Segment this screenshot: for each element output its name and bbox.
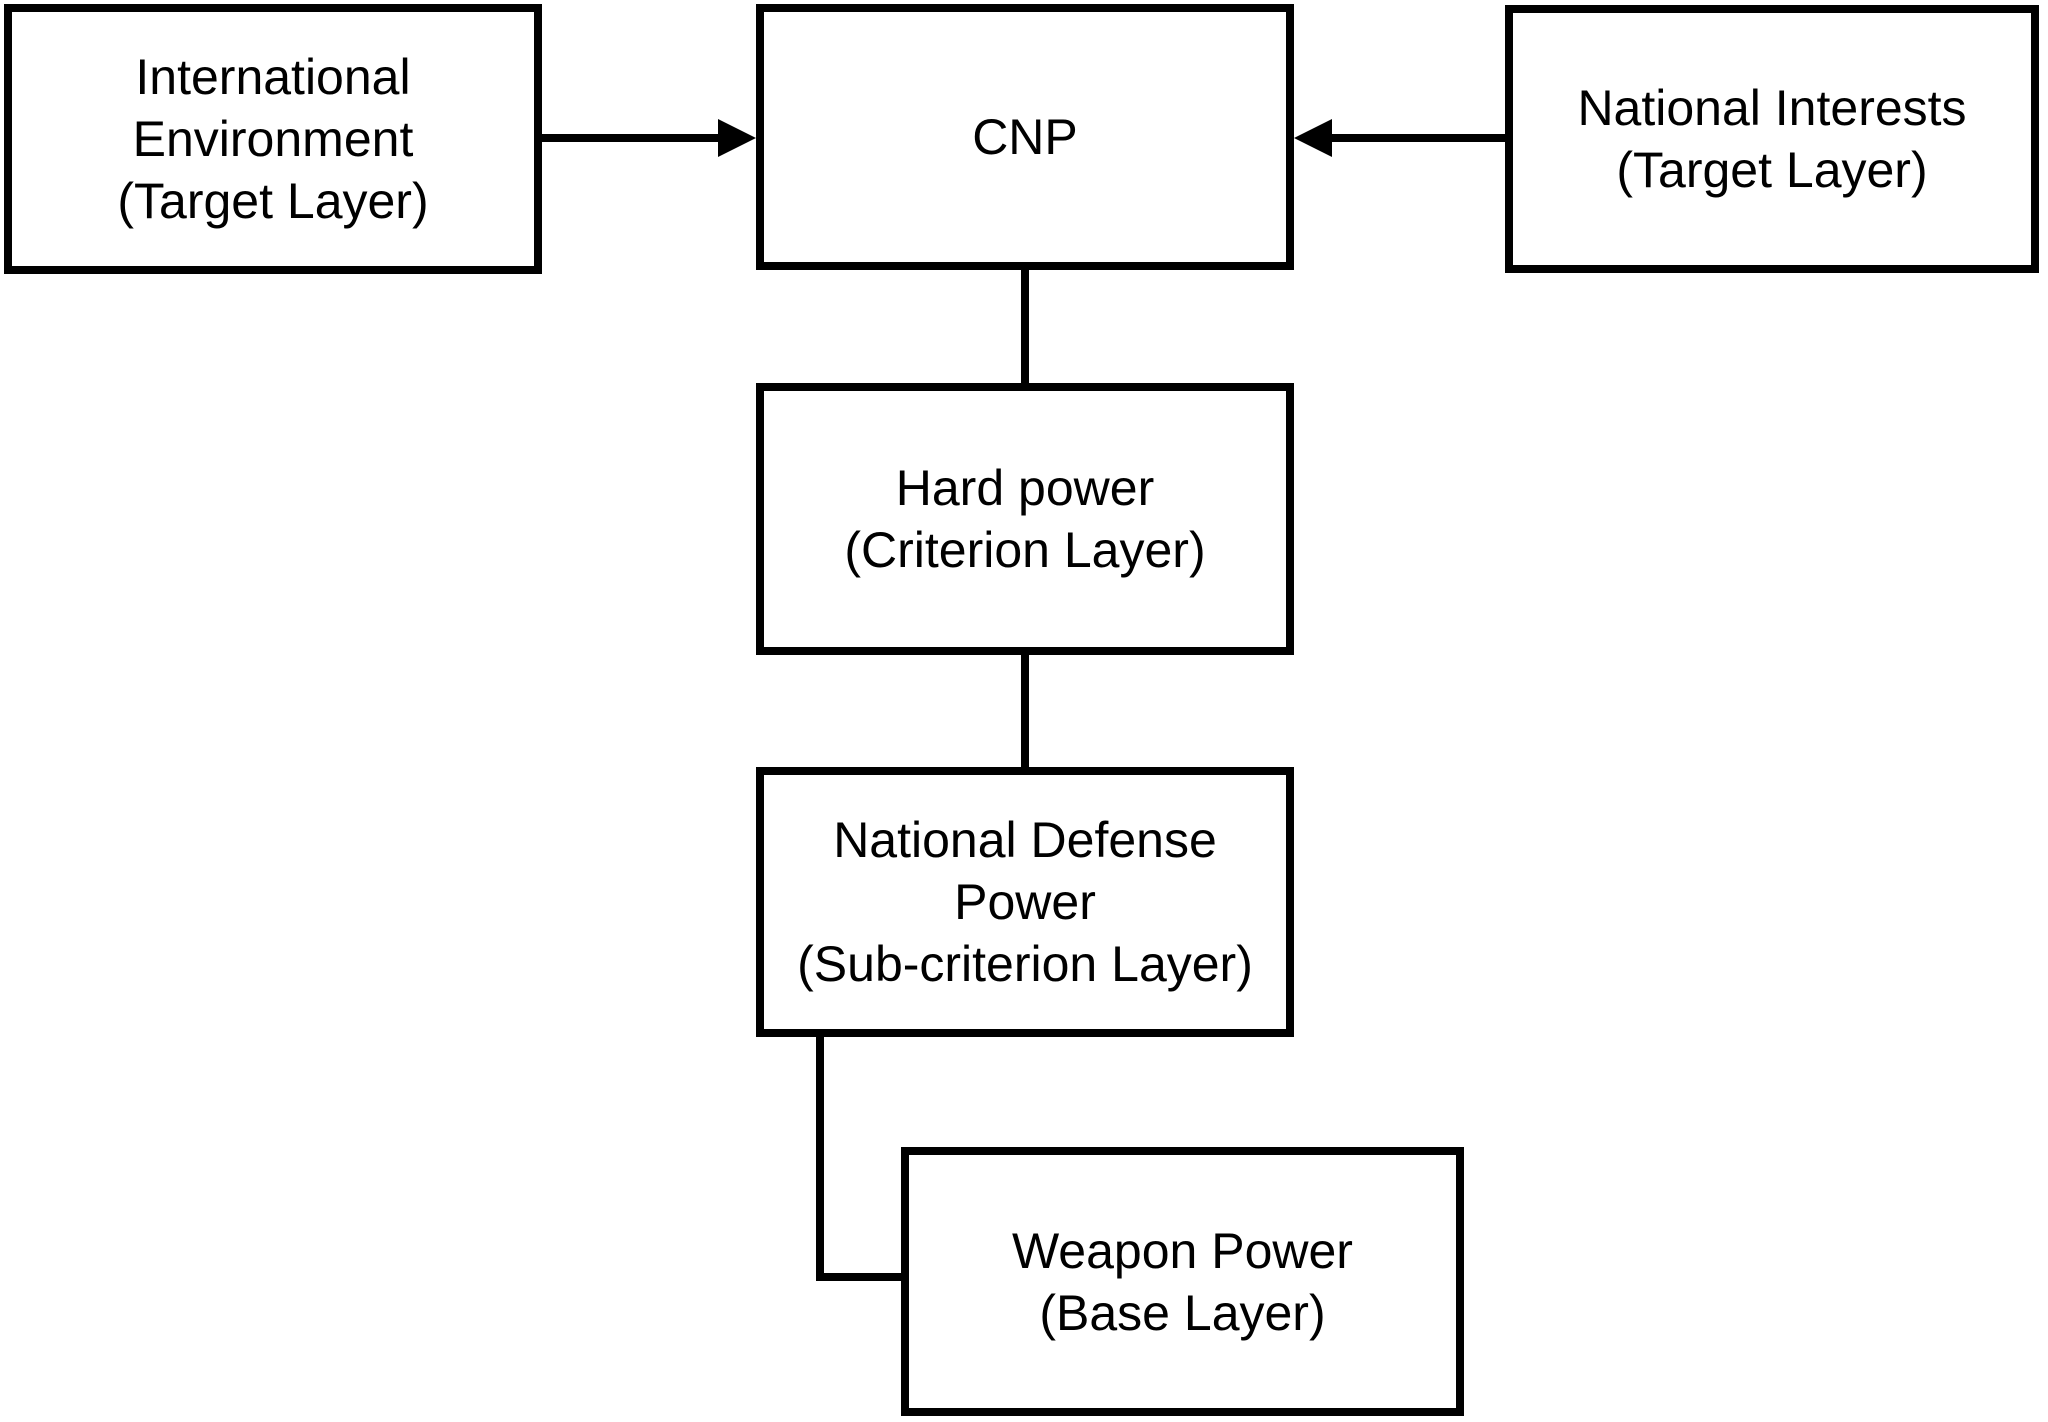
node-label-line: Power [954,874,1096,930]
node-weapon-power: Weapon Power (Base Layer) [901,1147,1464,1416]
edge-international-environment-to-cnp [542,134,722,142]
node-label-line: Hard power [895,460,1155,516]
node-national-defense-power: National Defense Power (Sub-criterion La… [756,767,1294,1037]
node-cnp: CNP [756,4,1294,270]
node-label-line: Environment [132,111,414,167]
edge-national-defense-power-to-weapon-power-horizontal [816,1273,901,1281]
node-label-line: National Interests [1577,80,1967,136]
edge-cnp-to-hard-power [1021,270,1029,383]
node-label-line: CNP [972,109,1078,165]
node-hard-power: Hard power (Criterion Layer) [756,383,1294,655]
node-label-line: (Target Layer) [117,173,429,229]
node-international-environment: International Environment (Target Layer) [4,4,542,274]
edge-national-interests-to-cnp [1330,134,1505,142]
node-label-line: (Criterion Layer) [844,522,1206,578]
arrowhead-right-icon [718,119,756,157]
node-label-line: National Defense [833,812,1217,868]
node-national-interests: National Interests (Target Layer) [1505,5,2039,273]
node-label-line: (Target Layer) [1616,142,1928,198]
node-label-line: Weapon Power [1012,1222,1353,1279]
node-label-line: (Base Layer) [1039,1284,1326,1341]
node-label-line: (Sub-criterion Layer) [797,936,1253,992]
arrowhead-left-icon [1294,119,1332,157]
edge-national-defense-power-to-weapon-power-vertical [816,1037,824,1281]
edge-hard-power-to-national-defense-power [1021,655,1029,767]
node-label-line: International [135,49,411,105]
